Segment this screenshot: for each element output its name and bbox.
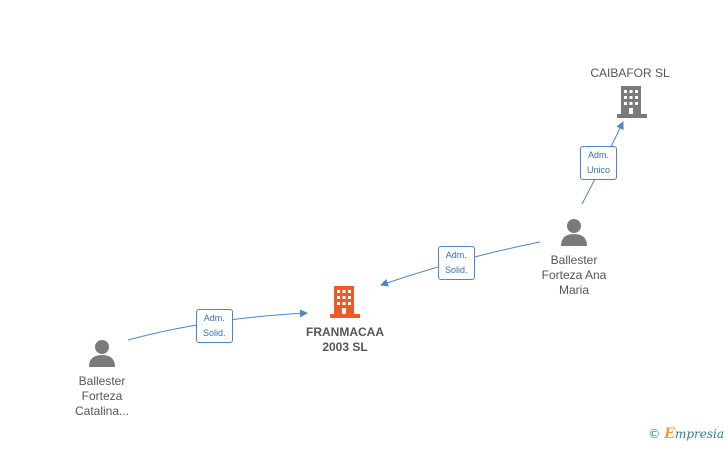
- copyright-icon: ©: [648, 427, 661, 441]
- node-label-ana-maria[interactable]: Ballester Forteza Ana Maria: [541, 253, 607, 297]
- brand-initial: E: [664, 426, 675, 442]
- node-label-caibafor[interactable]: CAIBAFOR SL: [590, 66, 670, 80]
- node-label-catalina[interactable]: Ballester Forteza Catalina...: [74, 374, 130, 418]
- person-icon[interactable]: [89, 340, 115, 367]
- edge-label-adm-solid-ana: Adm. Solid.: [438, 246, 475, 280]
- building-icon[interactable]: [617, 86, 647, 118]
- edge-label-adm-solid-catalina: Adm. Solid.: [196, 309, 233, 343]
- node-label-franmacaa[interactable]: FRANMACAA 2003 SL: [306, 325, 384, 354]
- empresia-brand: ©Empresia: [648, 426, 724, 442]
- brand-name: mpresia: [674, 427, 724, 441]
- edge-label-adm-unico: Adm. Unico: [580, 146, 618, 180]
- building-icon[interactable]: [330, 286, 360, 318]
- person-icon[interactable]: [561, 219, 587, 246]
